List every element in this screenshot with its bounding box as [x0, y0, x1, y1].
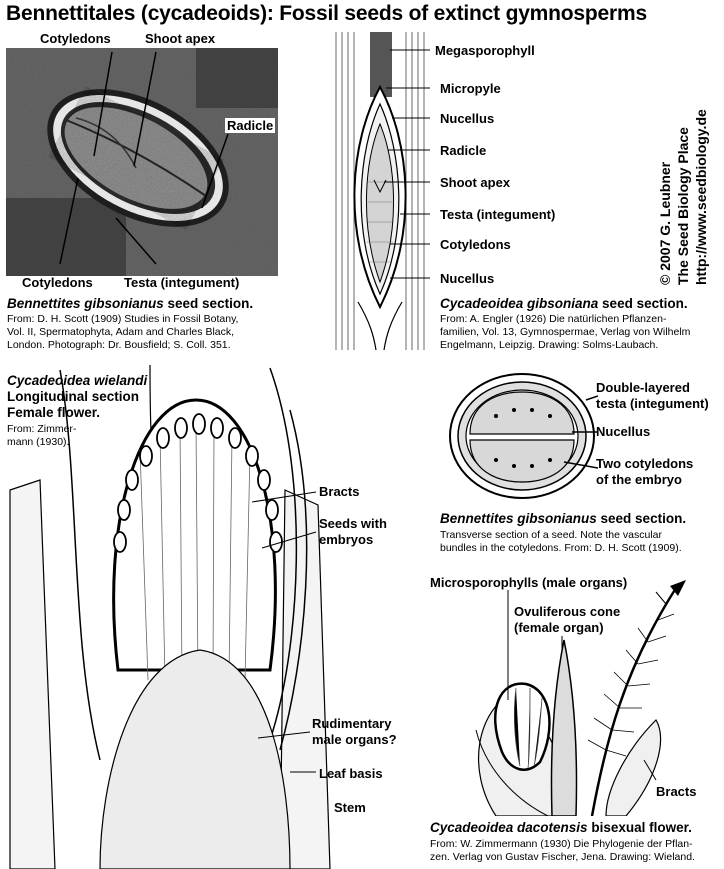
label-testa: Testa (integument) [124, 275, 240, 290]
label-nucellus-upper: Nucellus [440, 111, 495, 126]
label-rudimentary-line-2: male organs? [312, 732, 397, 747]
caption-longitudinal-body: From: A. Engler (1926) Die natürlichen P… [440, 313, 691, 351]
copyright-line-3: http://www.seedbiology.de [693, 109, 709, 285]
label-two-line-2: of the embryo [596, 472, 682, 487]
copyright-line-1: © 2007 G. Leubner [657, 161, 673, 285]
label-rudimentary-line-1: Rudimentary [312, 716, 392, 731]
caption-longitudinal-heading: Cycadeoidea gibsoniana seed section. [440, 296, 688, 311]
label-leaf-basis: Leaf basis [319, 766, 383, 781]
label-seeds-line-2: embryos [319, 532, 374, 547]
label-cotyledons-bottom: Cotyledons [22, 275, 93, 290]
caption-bisexual-body: From: W. Zimmermann (1930) Die Phylogeni… [430, 838, 695, 863]
flower-heading: Cycadeoidea wielandi Longitudinal sectio… [7, 373, 148, 420]
label-nucellus-3: Nucellus [596, 424, 651, 439]
label-microsporophylls: Microsporophylls (male organs) [430, 575, 628, 590]
caption-bisexual-heading: Cycadeoidea dacotensis bisexual flower. [430, 820, 692, 835]
label-seeds-line-1: Seeds with [319, 516, 387, 531]
label-double-line-1: Double-layered [596, 380, 690, 395]
label-megasporophyll: Megasporophyll [435, 43, 535, 58]
label-cotyledons-2: Cotyledons [440, 237, 511, 252]
copyright-line-2: The Seed Biology Place [675, 127, 691, 285]
label-bracts-2: Bracts [656, 784, 697, 799]
label-double-line-2: testa (integument) [596, 396, 709, 411]
label-nucellus-lower: Nucellus [440, 271, 495, 286]
female-flower-drawing [9, 364, 331, 869]
caption-photo-heading: Bennettites gibsonianus seed section. [7, 296, 254, 311]
label-radicle-2: Radicle [440, 143, 487, 158]
bisexual-flower-drawing [475, 580, 686, 816]
transverse-section-drawing [449, 373, 598, 499]
flower-heading-body: From: Zimmer- mann (1930). [7, 423, 77, 448]
label-radicle: Radicle [225, 118, 276, 133]
label-micropyle: Micropyle [440, 81, 501, 96]
label-ovuliferous-line-2: (female organ) [514, 620, 604, 635]
label-ovuliferous-line-1: Ovuliferous cone [514, 604, 621, 619]
label-shoot-apex-2: Shoot apex [440, 175, 511, 190]
caption-transverse-body: Transverse section of a seed. Note the v… [440, 529, 682, 554]
label-two-line-1: Two cotyledons [596, 456, 694, 471]
caption-transverse-heading: Bennettites gibsonianus seed section. [440, 511, 687, 526]
caption-photo-body: From: D. H. Scott (1909) Studies in Foss… [7, 313, 239, 351]
seed-photograph [6, 48, 278, 276]
label-stem: Stem [334, 800, 366, 815]
label-testa-2: Testa (integument) [440, 207, 556, 222]
label-bracts-1: Bracts [319, 484, 360, 499]
label-shoot-apex: Shoot apex [145, 31, 216, 46]
longitudinal-seed-drawing [330, 32, 430, 350]
page-title: Bennettitales (cycadeoids): Fossil seeds… [6, 2, 647, 25]
label-cotyledons-top: Cotyledons [40, 31, 111, 46]
